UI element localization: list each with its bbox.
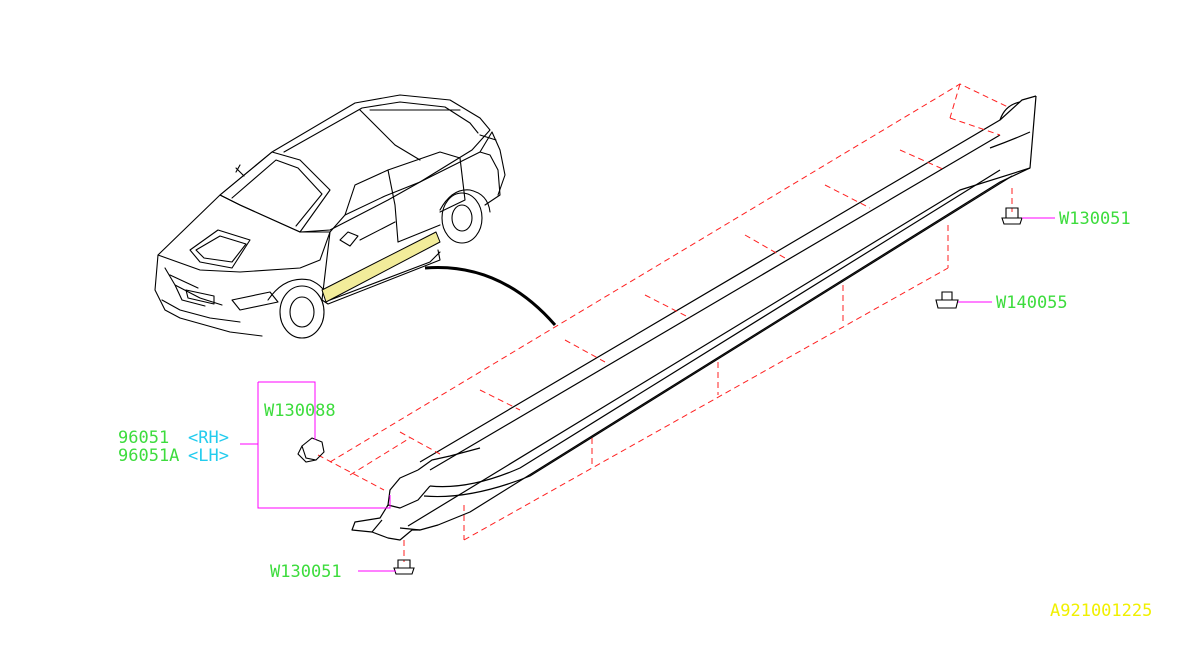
rh-tag: <RH>: [188, 428, 229, 448]
hidden-lines: [317, 83, 1013, 562]
clip-label-w130088: W130088: [264, 401, 336, 421]
callout-arrow: [424, 265, 557, 326]
clip-w130088: [297, 437, 325, 463]
clip-w140055: [935, 291, 959, 309]
car-illustration: [154, 94, 506, 339]
clip-w130051-front: [393, 559, 415, 575]
clip-label-w130051-rear: W130051: [1059, 209, 1131, 229]
lh-tag: <LH>: [188, 446, 229, 466]
leader-lines: [240, 217, 1055, 572]
clip-w130051-rear: [1001, 207, 1023, 225]
diagram-code: A921001225: [1050, 601, 1152, 621]
part-number-rh: 96051: [118, 428, 169, 448]
clip-label-w130051-front: W130051: [270, 562, 342, 582]
side-sill-part: [351, 95, 1037, 541]
clip-label-w140055: W140055: [996, 293, 1068, 313]
part-number-lh: 96051A: [118, 446, 179, 466]
